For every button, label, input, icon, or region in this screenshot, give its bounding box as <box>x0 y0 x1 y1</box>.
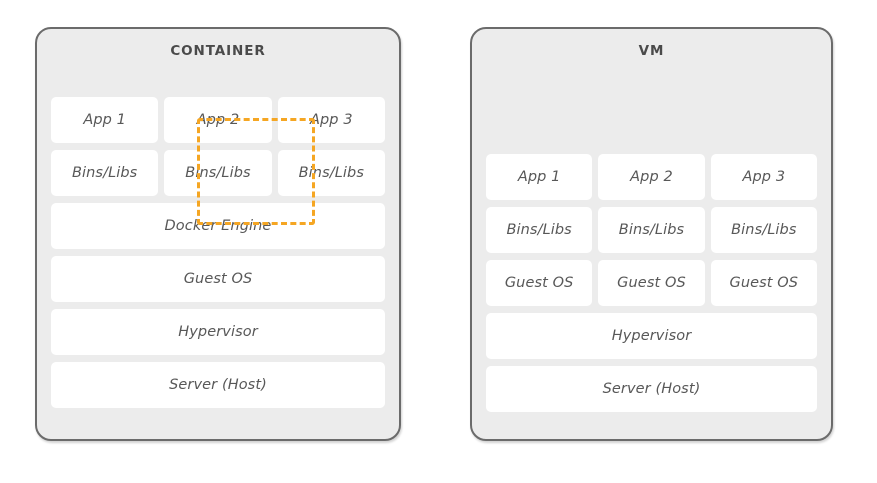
vm-binslibs-2-cell: Bins/Libs <box>598 207 705 253</box>
container-panel: CONTAINER App 1 App 2 App 3 Bins/Libs Bi… <box>35 27 401 441</box>
vm-guest-os-row: Guest OS Guest OS Guest OS <box>486 260 817 306</box>
vm-server-host-row: Server (Host) <box>486 366 817 412</box>
vm-binslibs-row: Bins/Libs Bins/Libs Bins/Libs <box>486 207 817 253</box>
container-app-2-cell: App 2 <box>164 97 272 143</box>
vm-app-row: App 1 App 2 App 3 <box>486 154 817 200</box>
container-app-3-cell: App 3 <box>277 97 385 143</box>
container-hypervisor-cell: Hypervisor <box>51 309 385 355</box>
container-guest-os-cell: Guest OS <box>51 256 385 302</box>
container-panel-title: CONTAINER <box>170 43 266 59</box>
container-docker-engine-cell: Docker Engine <box>51 203 385 249</box>
vm-binslibs-1-cell: Bins/Libs <box>486 207 593 253</box>
vm-binslibs-3-cell: Bins/Libs <box>710 207 817 253</box>
container-server-host-row: Server (Host) <box>51 362 385 408</box>
container-binslibs-row: Bins/Libs Bins/Libs Bins/Libs <box>51 150 385 196</box>
container-layer-stack: App 1 App 2 App 3 Bins/Libs Bins/Libs Bi… <box>51 97 385 408</box>
vm-hypervisor-row: Hypervisor <box>486 313 817 359</box>
container-binslibs-2-cell: Bins/Libs <box>164 150 272 196</box>
container-app-1-cell: App 1 <box>51 97 159 143</box>
vm-app-3-cell: App 3 <box>710 154 817 200</box>
vm-hypervisor-cell: Hypervisor <box>486 313 817 359</box>
vm-guest-os-1-cell: Guest OS <box>486 260 593 306</box>
container-binslibs-1-cell: Bins/Libs <box>51 150 159 196</box>
vm-app-1-cell: App 1 <box>486 154 593 200</box>
vm-panel: VM App 1 App 2 App 3 Bins/Libs Bins/Libs… <box>470 27 833 441</box>
vm-guest-os-2-cell: Guest OS <box>598 260 705 306</box>
vm-server-host-cell: Server (Host) <box>486 366 817 412</box>
container-binslibs-3-cell: Bins/Libs <box>277 150 385 196</box>
vm-panel-title: VM <box>638 43 665 59</box>
container-hypervisor-row: Hypervisor <box>51 309 385 355</box>
vm-guest-os-3-cell: Guest OS <box>710 260 817 306</box>
vm-app-2-cell: App 2 <box>598 154 705 200</box>
container-guest-os-row: Guest OS <box>51 256 385 302</box>
container-app-row: App 1 App 2 App 3 <box>51 97 385 143</box>
vm-layer-stack: App 1 App 2 App 3 Bins/Libs Bins/Libs Bi… <box>486 154 817 412</box>
container-docker-engine-row: Docker Engine <box>51 203 385 249</box>
container-server-host-cell: Server (Host) <box>51 362 385 408</box>
